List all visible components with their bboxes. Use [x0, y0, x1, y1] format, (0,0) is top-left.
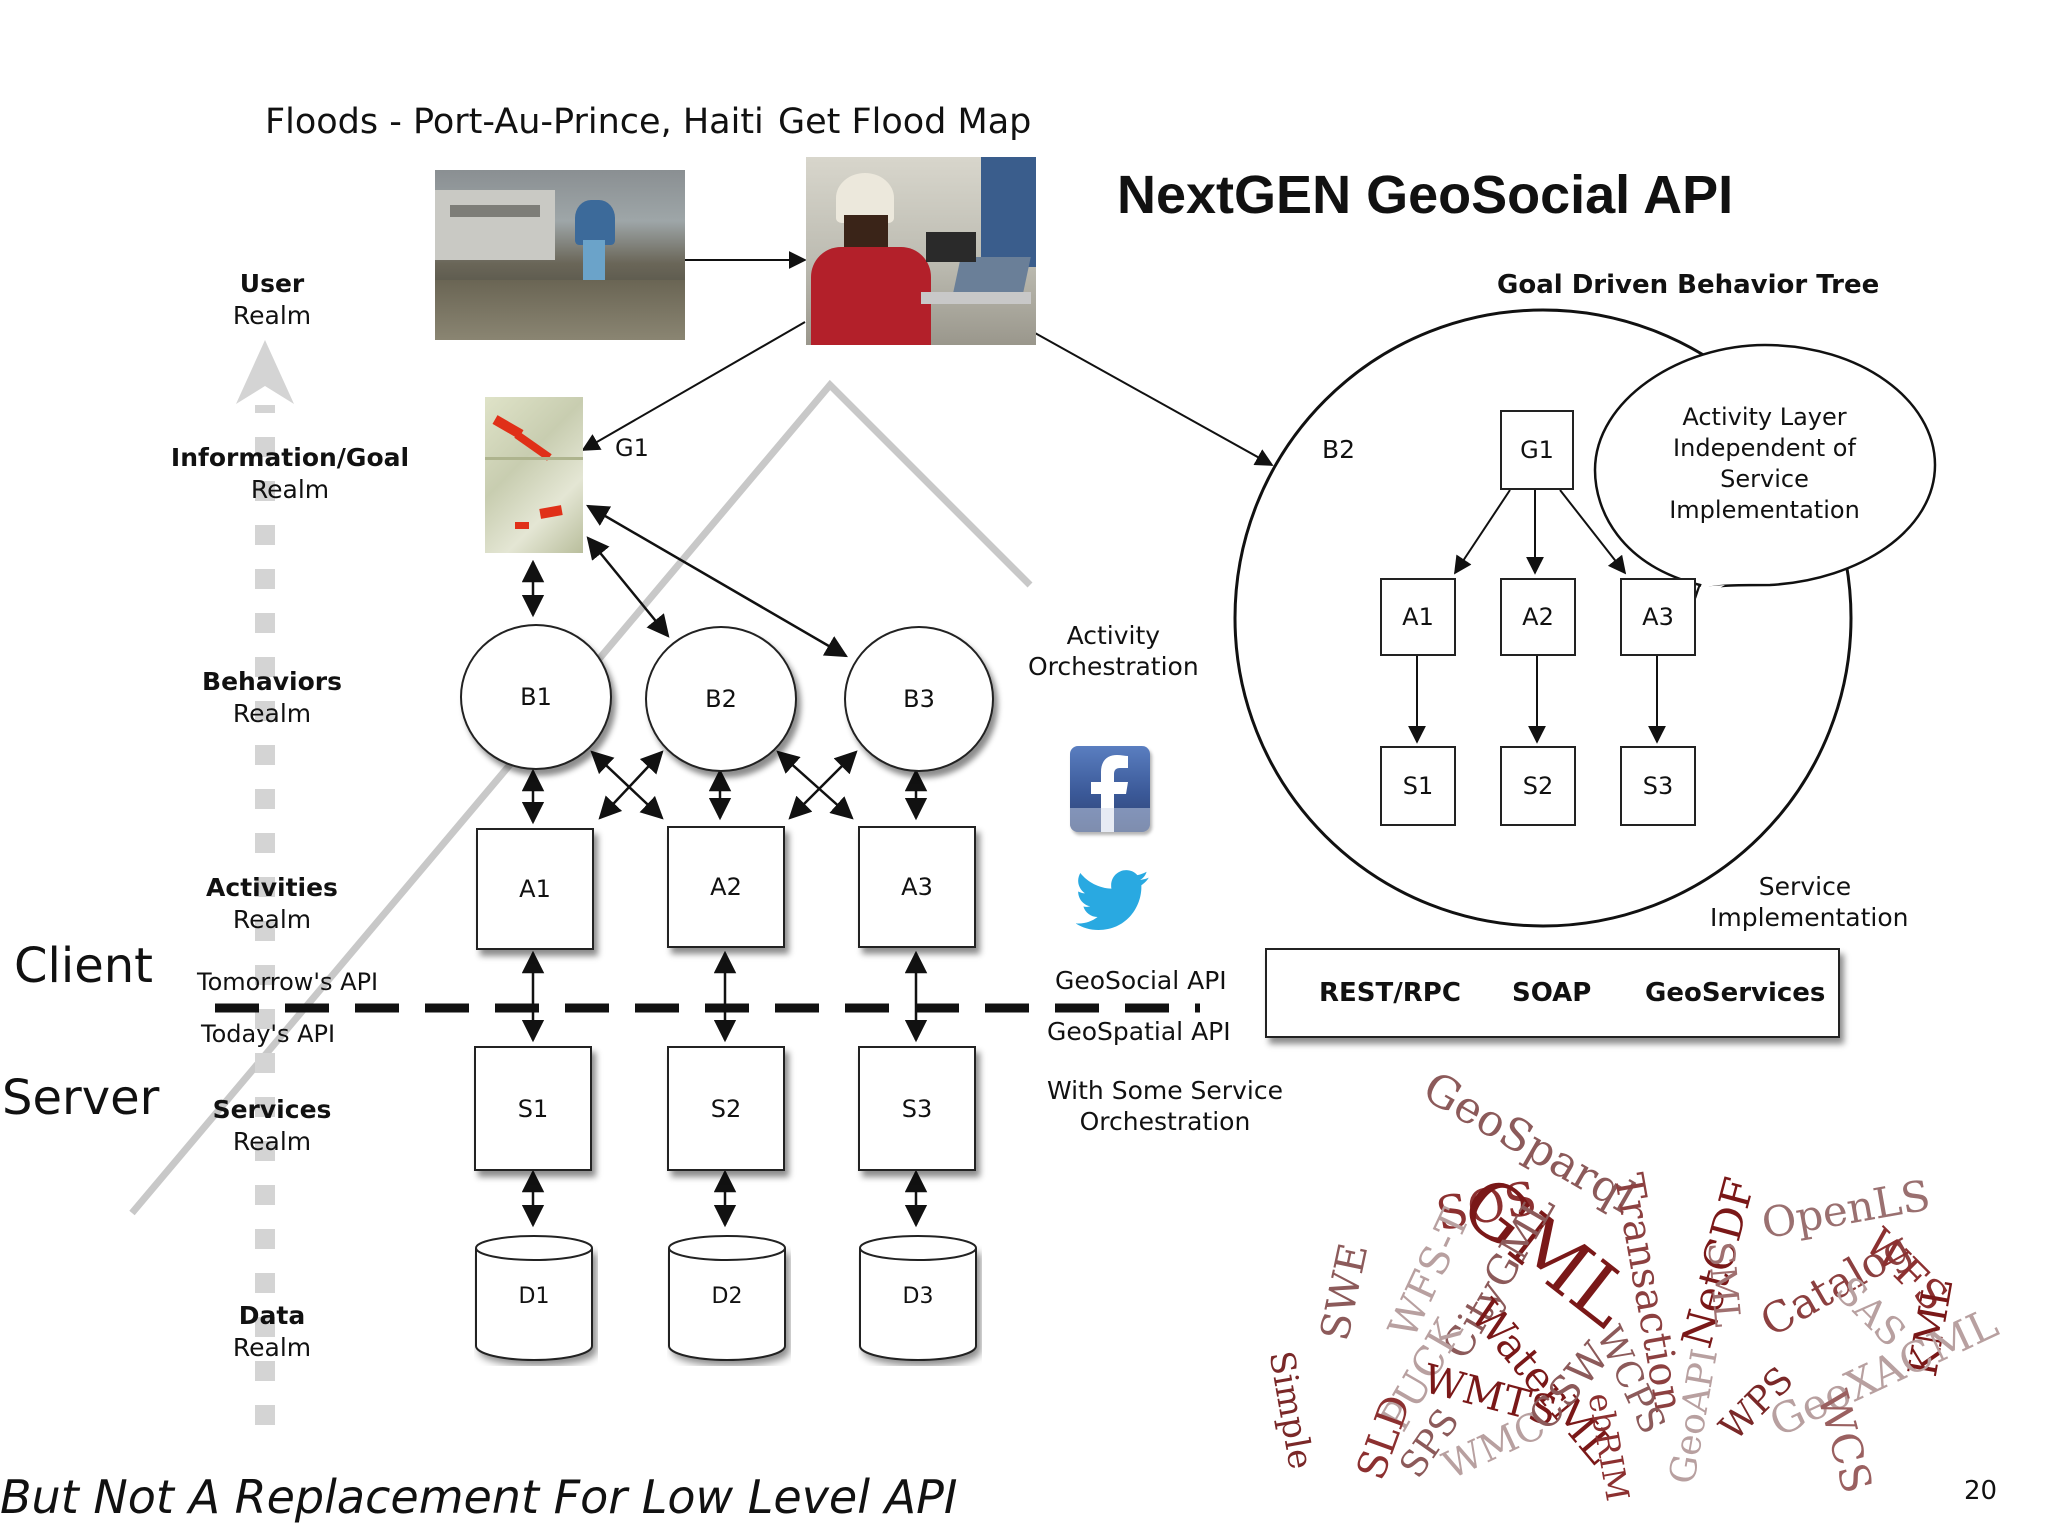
map-goal-label: G1	[615, 434, 649, 462]
tree-activity-a1: A1	[1380, 578, 1456, 656]
service-node-s3: S3	[858, 1046, 976, 1171]
realm-arrow-head	[236, 340, 294, 404]
tree-activity-a2: A2	[1500, 578, 1576, 656]
rest-rpc-label: REST/RPC	[1319, 978, 1461, 1008]
twitter-icon	[1075, 868, 1150, 934]
service-protocol-bar: REST/RPC SOAP GeoServices	[1265, 948, 1840, 1038]
person-laptop-photo	[806, 157, 1036, 345]
activity-node-a2: A2	[667, 826, 785, 948]
tree-activity-a3: A3	[1620, 578, 1696, 656]
geosocial-api-label: GeoSocial API	[1055, 966, 1227, 995]
flood-map-thumbnail	[485, 397, 583, 553]
tree-behavior-label: B2	[1322, 435, 1356, 464]
slide-title: NextGEN GeoSocial API	[1117, 165, 1734, 225]
behavior-node-b1: B1	[460, 624, 612, 770]
flood-photo	[435, 170, 685, 340]
tree-service-s3: S3	[1620, 746, 1696, 826]
behavior-node-b3: B3	[844, 626, 994, 772]
word-sml: SML	[1699, 1240, 1748, 1329]
facebook-icon	[1070, 746, 1150, 832]
activity-node-a1: A1	[476, 828, 594, 950]
data-node-d1: D1	[474, 1234, 594, 1361]
service-node-s1: S1	[474, 1046, 592, 1171]
server-label: Server	[2, 1070, 160, 1126]
tree-title: Goal Driven Behavior Tree	[1497, 270, 1880, 300]
behavior-node-b2: B2	[645, 626, 797, 772]
gray-chevron	[129, 379, 1033, 1216]
client-label: Client	[14, 938, 153, 994]
speech-bubble	[1593, 343, 1937, 601]
photo1-caption: Floods - Port-Au-Prince, Haiti	[265, 102, 764, 142]
tree-service-s1: S1	[1380, 746, 1456, 826]
geospatial-api-label: GeoSpatial API	[1047, 1017, 1231, 1046]
todays-api-label: Today's API	[201, 1020, 336, 1048]
service-node-s2: S2	[667, 1046, 785, 1171]
soap-label: SOAP	[1512, 978, 1592, 1008]
page-number: 20	[1964, 1476, 1998, 1506]
tree-goal-node: G1	[1500, 410, 1574, 490]
bottom-caption: But Not A Replacement For Low Level API	[0, 1470, 958, 1524]
tree-service-s2: S2	[1500, 746, 1576, 826]
data-node-d3: D3	[858, 1234, 978, 1361]
geoservices-label: GeoServices	[1645, 978, 1826, 1008]
activity-node-a3: A3	[858, 826, 976, 948]
photo2-caption: Get Flood Map	[778, 102, 1032, 142]
data-node-d2: D2	[667, 1234, 787, 1361]
tomorrows-api-label: Tomorrow's API	[197, 968, 379, 996]
